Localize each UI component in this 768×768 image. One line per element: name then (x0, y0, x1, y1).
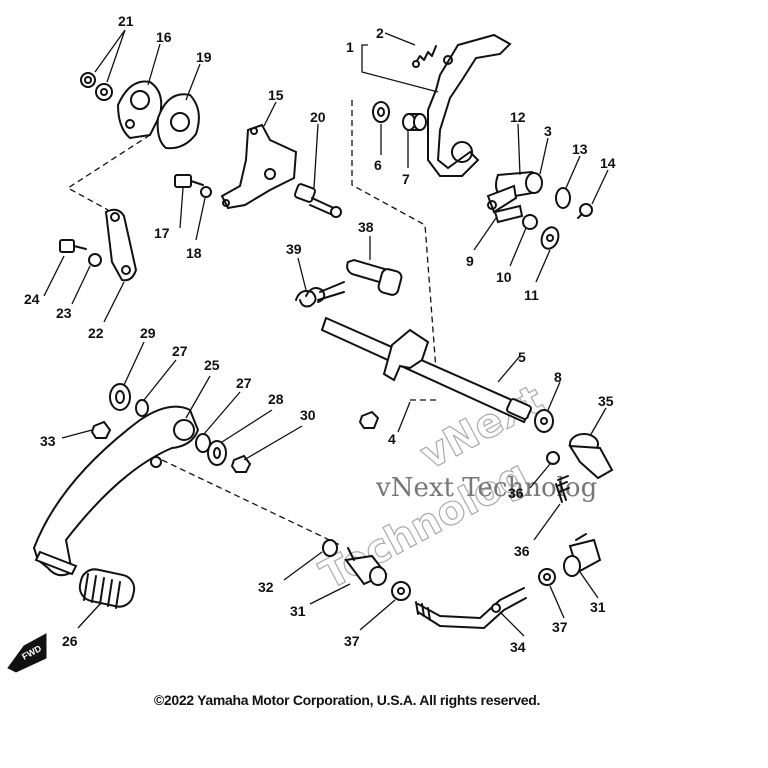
part-14-clip (577, 203, 593, 219)
callout-8: 8 (554, 369, 562, 385)
part-27-oring-right (195, 433, 211, 453)
part-5-shift-shaft (320, 316, 532, 424)
callout-34: 34 (510, 639, 526, 655)
part-36-nut (546, 451, 560, 465)
callout-36-upper: 36 (508, 485, 524, 501)
part-6-washer (372, 101, 390, 123)
part-28-washer (207, 440, 227, 466)
callout-30: 30 (300, 407, 316, 423)
callout-39: 39 (286, 241, 302, 257)
leader-lines (43, 29, 609, 637)
callout-4: 4 (388, 431, 396, 447)
callout-7: 7 (402, 171, 410, 187)
part-37-nut-left (391, 581, 411, 601)
part-11-washer (540, 226, 560, 250)
part-15-bracket (220, 123, 298, 210)
callout-26: 26 (62, 633, 78, 649)
part-38-pin (346, 258, 403, 296)
callout-31-right: 31 (590, 599, 606, 615)
part-4-nut (358, 410, 380, 429)
part-34-shift-rod (415, 587, 527, 629)
callout-35: 35 (598, 393, 614, 409)
copyright-notice: ©2022 Yamaha Motor Corporation, U.S.A. A… (153, 692, 541, 708)
callout-23: 23 (56, 305, 72, 321)
part-37-nut-right (538, 568, 556, 586)
callout-3: 3 (544, 123, 552, 139)
callout-6: 6 (374, 157, 382, 173)
callout-15: 15 (268, 87, 284, 103)
part-39-spring (295, 281, 345, 308)
part-7-collar (402, 113, 427, 131)
callout-2: 2 (376, 25, 384, 41)
part-2-spring (412, 45, 437, 68)
part-27-oring-top (135, 399, 149, 417)
callout-37-right: 37 (552, 619, 568, 635)
callout-32: 32 (258, 579, 274, 595)
part-31-joint-left (344, 547, 388, 586)
part-22-lever (104, 208, 138, 282)
callout-18: 18 (186, 245, 202, 261)
part-21-nuts (80, 72, 113, 101)
alignment-lines (66, 100, 437, 546)
part-32-washer (322, 539, 338, 557)
callout-22: 22 (88, 325, 104, 341)
callout-36-lower: 36 (514, 543, 530, 559)
callout-24: 24 (24, 291, 40, 307)
callout-25: 25 (204, 357, 220, 373)
part-8-washer (534, 409, 554, 433)
callout-33: 33 (40, 433, 56, 449)
part-23-washer (88, 253, 102, 267)
callout-19: 19 (196, 49, 212, 65)
part-9-bolt (493, 204, 524, 224)
callout-28: 28 (268, 391, 284, 407)
part-13-washer (555, 187, 571, 209)
part-16-plate (116, 80, 163, 140)
callout-1: 1 (346, 39, 354, 55)
part-24-bolt (59, 239, 87, 253)
callout-12: 12 (510, 109, 526, 125)
part-1-shift-arm (427, 33, 512, 177)
callout-29: 29 (140, 325, 156, 341)
fwd-arrow-icon: FWD (7, 633, 47, 673)
callout-31-left: 31 (290, 603, 306, 619)
callout-17: 17 (154, 225, 170, 241)
callout-27-right: 27 (236, 375, 252, 391)
part-30-nut (230, 454, 252, 473)
callout-27-top: 27 (172, 343, 188, 359)
part-19-plate (156, 93, 200, 150)
callout-9: 9 (466, 253, 474, 269)
callout-11: 11 (524, 287, 539, 303)
callout-38: 38 (358, 219, 374, 235)
callout-21: 21 (118, 13, 134, 29)
part-35-joint (568, 433, 614, 480)
callout-20: 20 (310, 109, 326, 125)
part-10-washer (522, 214, 538, 230)
part-31-joint-right (563, 533, 602, 577)
part-17-bolt (174, 174, 204, 188)
part-26-pedal-rubber (78, 568, 136, 609)
callout-10: 10 (496, 269, 512, 285)
callout-37-left: 37 (344, 633, 360, 649)
part-29-washer (109, 383, 131, 411)
part-20-bolt (293, 183, 342, 218)
callout-14: 14 (600, 155, 616, 171)
part-25-shift-pedal (32, 405, 200, 577)
callout-numbers: 21 16 19 15 20 1 2 6 7 12 3 13 14 9 10 1… (24, 13, 616, 655)
callout-13: 13 (572, 141, 588, 157)
part-33-bolt (90, 420, 112, 439)
part-36-rod (555, 475, 570, 503)
callout-16: 16 (156, 29, 172, 45)
part-18-washer (200, 186, 212, 198)
part-3-shaft-arm (486, 170, 543, 214)
callout-5: 5 (518, 349, 526, 365)
